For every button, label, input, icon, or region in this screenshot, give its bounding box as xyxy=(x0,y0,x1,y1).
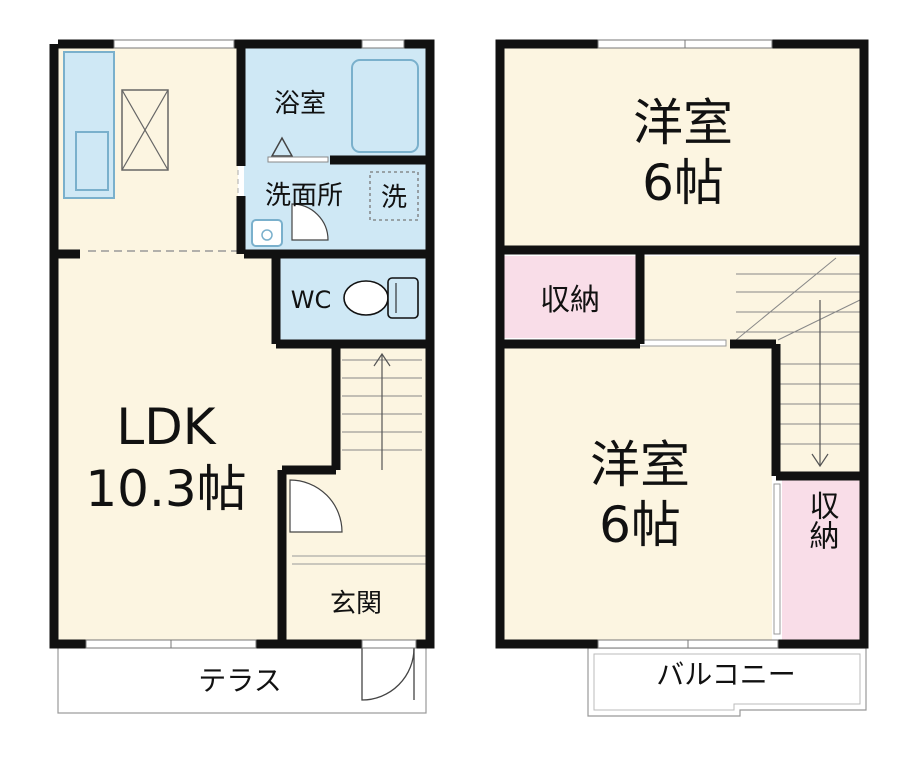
washroom-door-icon xyxy=(291,203,329,241)
balcony-label: バルコニー xyxy=(656,658,795,691)
kitchen-sink xyxy=(75,131,109,191)
hall2-floor xyxy=(642,256,860,344)
ldk-size-label: 10.3帖 xyxy=(85,460,246,518)
staircase-upper-icon xyxy=(735,257,861,445)
bath-entry-icon xyxy=(270,136,294,157)
storage1-label: 収納 xyxy=(540,283,600,318)
room1-floor xyxy=(504,48,860,248)
second-floor: 洋室 6帖 収納 洋室 6帖 収納 バルコニー xyxy=(495,39,869,717)
ldk-label: LDK xyxy=(116,398,216,456)
bath-label: 浴室 xyxy=(274,89,326,119)
stove-icon xyxy=(121,89,169,171)
storage2-floor xyxy=(782,476,860,640)
room2-label: 洋室 xyxy=(590,436,690,494)
wc-label: WC xyxy=(291,286,332,314)
ldk-floor xyxy=(58,254,276,640)
kitchen-counter xyxy=(63,51,115,199)
first-floor: LDK 10.3帖 浴室 洗面所 洗 WC 玄関 テラス xyxy=(49,39,435,714)
room2-size-label: 6帖 xyxy=(599,496,681,554)
room2-floor xyxy=(504,344,772,640)
wash-basin-icon xyxy=(251,219,283,247)
washer-label: 洗 xyxy=(381,183,407,213)
room1-label: 洋室 xyxy=(633,94,733,152)
washing-machine-icon xyxy=(369,171,419,221)
room1-size-label: 6帖 xyxy=(642,154,724,212)
stair2-floor xyxy=(778,344,860,472)
storage2-label: 収納 xyxy=(804,490,840,550)
storage1-floor xyxy=(504,256,636,338)
terrace-label: テラス xyxy=(198,664,281,697)
entrance-label: 玄関 xyxy=(330,589,382,619)
front-door-icon xyxy=(361,647,415,701)
bathtub-icon xyxy=(351,59,419,153)
toilet-icon xyxy=(343,280,389,316)
washroom-label: 洗面所 xyxy=(265,181,343,211)
interior-door-icon xyxy=(289,479,343,533)
first-floor-walls xyxy=(49,39,435,649)
